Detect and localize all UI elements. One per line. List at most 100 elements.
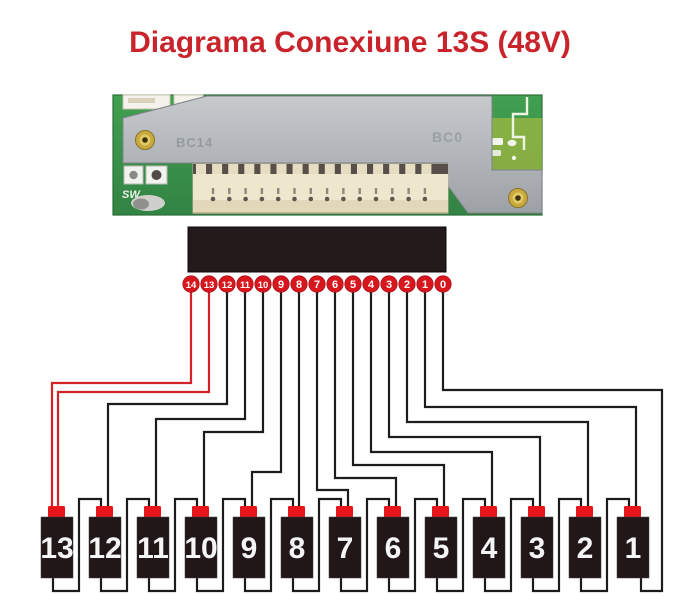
battery-cap-12: [96, 506, 113, 518]
balance-wire-13: [56, 292, 211, 506]
connector-tooth: [373, 164, 384, 174]
balance-wire-12: [106, 292, 229, 506]
pcb-oval-hole-shadow: [133, 198, 149, 210]
battery-body-13: [40, 516, 74, 579]
battery-cap-5: [432, 506, 449, 518]
pcb-metal-shield: [122, 95, 543, 214]
battery-number-1: 1: [625, 532, 642, 565]
connector-tooth: [357, 164, 367, 174]
battery-number-9: 9: [241, 532, 258, 565]
connector-pinhole: [275, 196, 281, 202]
battery-body-8: [280, 516, 314, 579]
screw-hole-right: [508, 188, 528, 208]
pin-circle-1: [416, 275, 434, 293]
connector-tooth: [308, 164, 319, 174]
balance-connector-teeth-row: [193, 164, 448, 174]
battery-number-4: 4: [481, 532, 498, 565]
balance-wire-9: [250, 292, 283, 506]
battery-body-3: [520, 516, 554, 579]
series-wire-5-4: [435, 497, 487, 593]
connector-pinhole: [406, 196, 411, 202]
battery-9: 9: [232, 506, 266, 579]
pcb-switch-area: SW: [122, 165, 168, 211]
battery-8: 8: [280, 506, 314, 579]
battery-body-11: [136, 516, 170, 579]
battery-number-3: 3: [529, 532, 546, 565]
battery-body-9: [232, 516, 266, 579]
connector-pin: [407, 188, 410, 194]
battery-body-2: [568, 516, 602, 579]
connector-pin: [244, 188, 247, 194]
series-wire-7-6: [339, 497, 391, 593]
battery-cap-11: [144, 506, 161, 518]
battery-cap-8: [288, 506, 305, 518]
connector-pin: [423, 188, 427, 194]
series-wires: [51, 497, 631, 593]
pcb-label-bc14: BC14: [176, 135, 213, 150]
balance-wire-11: [154, 292, 247, 506]
battery-cap-4: [480, 506, 497, 518]
pcb-right-strip: [492, 97, 542, 172]
battery-body-5: [424, 516, 458, 579]
balance-wire-0: [441, 292, 664, 593]
pin-circle-13: [200, 275, 218, 293]
connector-pinhole: [324, 196, 330, 202]
connector-pin: [293, 188, 296, 194]
series-wire-3-2: [531, 497, 583, 593]
battery-number-7: 7: [337, 532, 354, 565]
pcb-smd-component: [492, 150, 501, 156]
pcb-pad: [507, 139, 517, 147]
battery-10: 10: [184, 506, 218, 579]
pin-circle-6: [326, 275, 344, 293]
pin-number-7: 7: [314, 279, 320, 291]
battery-body-7: [328, 516, 362, 579]
balance-connector-face: [193, 174, 448, 200]
connector-pinhole: [373, 196, 379, 202]
balance-wire-3: [387, 292, 542, 506]
connector-tooth: [244, 164, 255, 174]
connector-pin: [358, 188, 361, 194]
battery-number-6: 6: [385, 532, 402, 565]
battery-body-4: [472, 516, 506, 579]
pin-number-3: 3: [386, 279, 392, 291]
connector-pinhole: [210, 196, 216, 202]
series-wire-10-9: [195, 497, 247, 593]
battery-number-8: 8: [289, 532, 306, 565]
connector-pinhole: [259, 196, 265, 202]
pcb-label-bc0: BC0: [432, 129, 463, 145]
pin-number-5: 5: [350, 279, 356, 291]
battery-cap-6: [384, 506, 401, 518]
connector-tooth: [228, 164, 239, 174]
balance-wire-5: [351, 292, 446, 506]
connector-pinhole: [422, 196, 428, 202]
connector-pin: [391, 188, 394, 194]
pin-circle-2: [398, 275, 416, 293]
pin-circle-8: [290, 275, 308, 293]
connector-tooth: [421, 164, 432, 174]
battery-number-13: 13: [40, 532, 73, 565]
pin-circle-12: [218, 275, 236, 293]
connector-tooth: [276, 164, 287, 174]
battery-3: 3: [520, 506, 554, 579]
connector-pin: [260, 188, 264, 194]
battery-cap-9: [240, 506, 257, 518]
battery-number-12: 12: [88, 532, 121, 565]
connector-pinhole: [357, 196, 363, 202]
pin-number-0: 0: [440, 279, 446, 291]
battery-number-2: 2: [577, 532, 594, 565]
pin-number-8: 8: [296, 279, 302, 291]
battery-1: 1: [616, 506, 650, 579]
connector-pinhole: [341, 196, 346, 202]
pin-number-6: 6: [332, 279, 338, 291]
connector-tooth: [340, 164, 351, 174]
connector-pinhole: [292, 196, 297, 202]
balance-wire-7: [315, 292, 350, 506]
pin-number-2: 2: [404, 279, 410, 291]
balance-wire-14: [50, 292, 193, 506]
battery-number-11: 11: [137, 532, 169, 565]
connector-pinhole: [308, 196, 314, 202]
pin-number-9: 9: [278, 279, 284, 291]
